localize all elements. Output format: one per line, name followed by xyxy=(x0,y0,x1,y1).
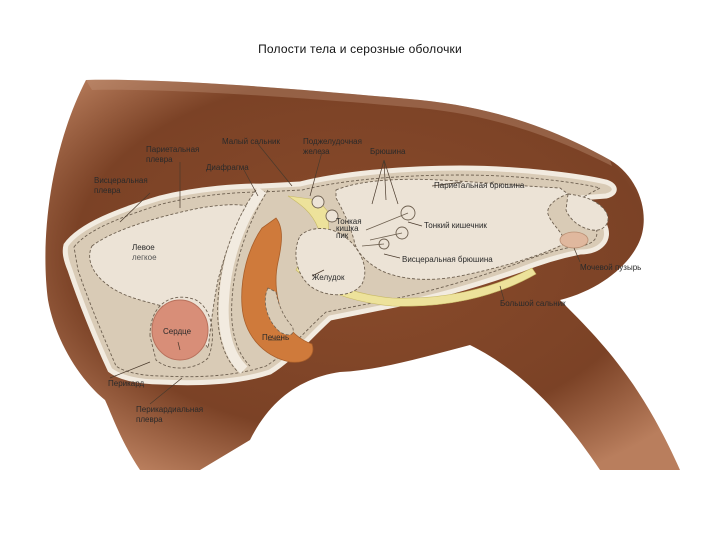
intestine-loop-5 xyxy=(325,209,339,223)
diaphragm-wall xyxy=(218,187,267,374)
label-diaphragm: Диафрагма xyxy=(206,163,249,172)
label-stomach: Желудок xyxy=(312,273,345,282)
page-title: Полости тела и серозные оболочки xyxy=(258,42,462,56)
label-bladder: Мочевой пузырь xyxy=(580,263,641,272)
label-visceral-pleura: Висцеральная плевра xyxy=(94,176,150,195)
label-heart: Сердце xyxy=(163,327,192,336)
label-pericardial-pleura: Перикардиальная плевра xyxy=(136,405,205,424)
omentum-strip xyxy=(295,261,537,307)
label-greater-omentum: Большой сальник xyxy=(500,299,566,308)
label-pancreas: Поджелудочная железа xyxy=(303,137,364,156)
bladder xyxy=(559,231,589,249)
label-parietal-peritoneum: Париетальная брюшина xyxy=(434,181,525,190)
pelvic-loops xyxy=(565,193,609,231)
label-intestine-loops: Тонкая кишка пик xyxy=(336,217,364,240)
mesentery xyxy=(361,212,409,247)
leader-lines xyxy=(109,143,581,405)
label-parietal-pleura: Париетальная плевра xyxy=(146,145,202,164)
label-small-intestine: Тонкий кишечник xyxy=(424,221,487,230)
label-visceral-peritoneum: Висцеральная брюшина xyxy=(402,255,493,264)
liver xyxy=(241,217,314,363)
liver-cleft xyxy=(264,287,294,336)
stomach xyxy=(295,228,366,296)
intestine-loop-4 xyxy=(311,195,325,209)
label-pericardium: Перикард xyxy=(108,379,145,388)
diaphragm-line xyxy=(231,189,269,367)
heart xyxy=(151,299,209,361)
label-liver: Печень xyxy=(262,333,289,342)
label-peritoneum: Брюшина xyxy=(370,147,406,156)
label-lesser-omentum: Малый сальник xyxy=(222,137,280,146)
body-fade xyxy=(86,79,612,166)
label-left-lung: Левое легкое xyxy=(132,243,157,262)
pericardium-outline xyxy=(149,296,213,369)
